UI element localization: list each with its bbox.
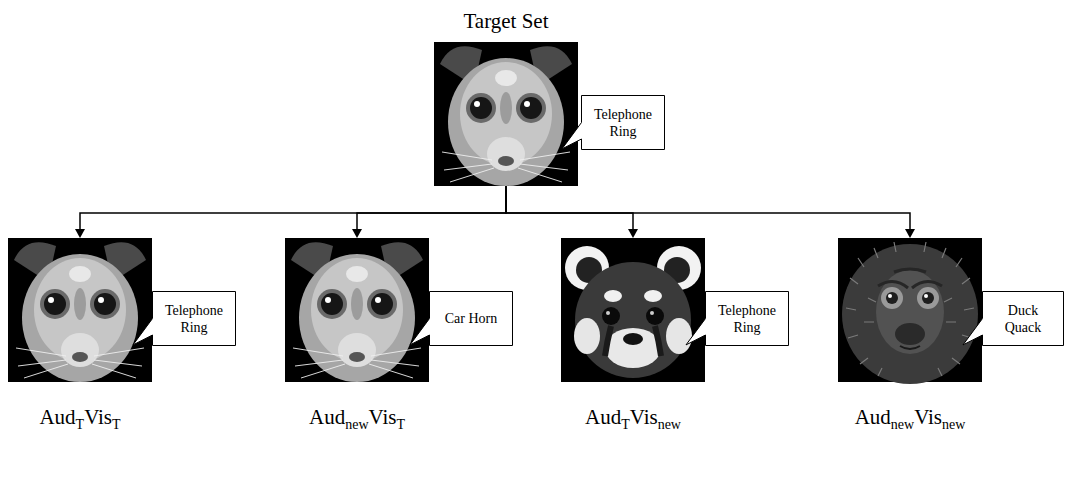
mouth	[900, 346, 920, 349]
face	[876, 270, 944, 354]
condition-text: Aud	[585, 405, 621, 429]
condition-subscript: T	[396, 417, 405, 432]
eye	[646, 307, 664, 325]
photo-panel: AudnewVisT	[285, 238, 429, 382]
sound-callout: Telephone Ring	[152, 291, 236, 346]
tree-connector	[506, 186, 915, 238]
brow-patch	[604, 290, 622, 302]
aye-aye-photo	[434, 42, 578, 186]
condition-subscript: new	[891, 417, 914, 432]
callout-text: Duck Quack	[982, 297, 1064, 341]
condition-subscript: T	[621, 417, 630, 432]
tree-connector	[506, 186, 638, 238]
condition-subscript: new	[658, 417, 681, 432]
eye	[886, 292, 898, 304]
muzzle	[895, 323, 925, 345]
eye-glint	[606, 311, 610, 315]
sound-callout: Duck Quack	[982, 291, 1064, 346]
callout-text: Car Horn	[429, 305, 513, 332]
photo-panel: Target Set	[434, 42, 578, 186]
condition-text: Vis	[84, 405, 112, 429]
speech-bubble-outline	[410, 292, 513, 346]
condition-text: Target Set	[463, 9, 548, 33]
photo-ground	[561, 238, 705, 382]
callout-text: Telephone Ring	[705, 297, 789, 341]
eye-ring	[917, 287, 939, 309]
arrowhead	[628, 229, 638, 238]
brow-patch	[644, 290, 662, 302]
condition-label: AudTVisT	[0, 404, 192, 438]
condition-label: AudnewVisT	[245, 404, 469, 438]
speech-bubble	[581, 95, 665, 150]
speech-bubble-outline	[963, 292, 1064, 346]
condition-subscript: new	[942, 417, 965, 432]
connector-line	[80, 186, 506, 229]
aye-aye-photo	[8, 238, 152, 382]
condition-text: Aud	[309, 405, 345, 429]
tree-connector	[75, 186, 506, 238]
sound-name: Telephone Ring	[718, 303, 776, 335]
muzzle	[605, 328, 661, 368]
red-panda-photo	[561, 238, 705, 382]
photo-panel: AudTVisnew	[561, 238, 705, 382]
set-title: Target Set	[394, 8, 618, 34]
photo-panel: AudnewVisnew	[838, 238, 982, 382]
tear-stripe	[605, 326, 661, 356]
connector-line	[506, 186, 910, 229]
arrowhead	[905, 229, 915, 238]
condition-text: Vis	[914, 405, 942, 429]
nose	[623, 333, 643, 345]
eye	[922, 292, 934, 304]
monkey-photo	[838, 238, 982, 384]
condition-text: Aud	[39, 405, 75, 429]
condition-subscript: T	[112, 417, 121, 432]
eye-glint	[650, 311, 654, 315]
aye-aye-photo	[285, 238, 429, 382]
sound-callout: Telephone Ring	[581, 95, 665, 150]
condition-text: Vis	[630, 405, 658, 429]
condition-subscript: new	[345, 417, 368, 432]
arrowhead	[352, 229, 362, 238]
sound-callout: Telephone Ring	[705, 291, 789, 346]
speech-bubble-outline	[686, 292, 789, 346]
sound-name: Telephone Ring	[165, 303, 223, 335]
speech-bubble	[982, 291, 1064, 346]
cheek	[666, 318, 692, 354]
eye	[602, 307, 620, 325]
eye-ring	[881, 287, 903, 309]
callout-text: Telephone Ring	[152, 297, 236, 341]
sound-name: Duck Quack	[1005, 303, 1042, 335]
arrowhead	[75, 229, 85, 238]
sound-name: Car Horn	[445, 311, 498, 326]
condition-text: Vis	[369, 405, 397, 429]
speech-bubble-outline	[133, 292, 236, 346]
tree-connector	[352, 186, 506, 238]
sound-callout: Car Horn	[429, 291, 513, 346]
condition-label: AudnewVisnew	[798, 404, 1022, 438]
speech-bubble	[705, 291, 789, 346]
eye-glint	[924, 294, 928, 298]
speech-bubble	[152, 291, 236, 346]
brow-ridge	[878, 269, 942, 288]
condition-text: Aud	[855, 405, 891, 429]
condition-label: AudTVisnew	[521, 404, 745, 438]
callout-text: Telephone Ring	[581, 101, 665, 145]
photo-panel: AudTVisT	[8, 238, 152, 382]
head	[575, 262, 691, 378]
connector-line	[506, 186, 633, 229]
sound-name: Telephone Ring	[594, 107, 652, 139]
condition-subscript: T	[76, 417, 85, 432]
speech-bubble-outline	[562, 96, 665, 150]
connector-line	[357, 186, 506, 229]
cheek	[574, 318, 600, 354]
fur	[846, 242, 974, 376]
eye-glint	[888, 294, 892, 298]
